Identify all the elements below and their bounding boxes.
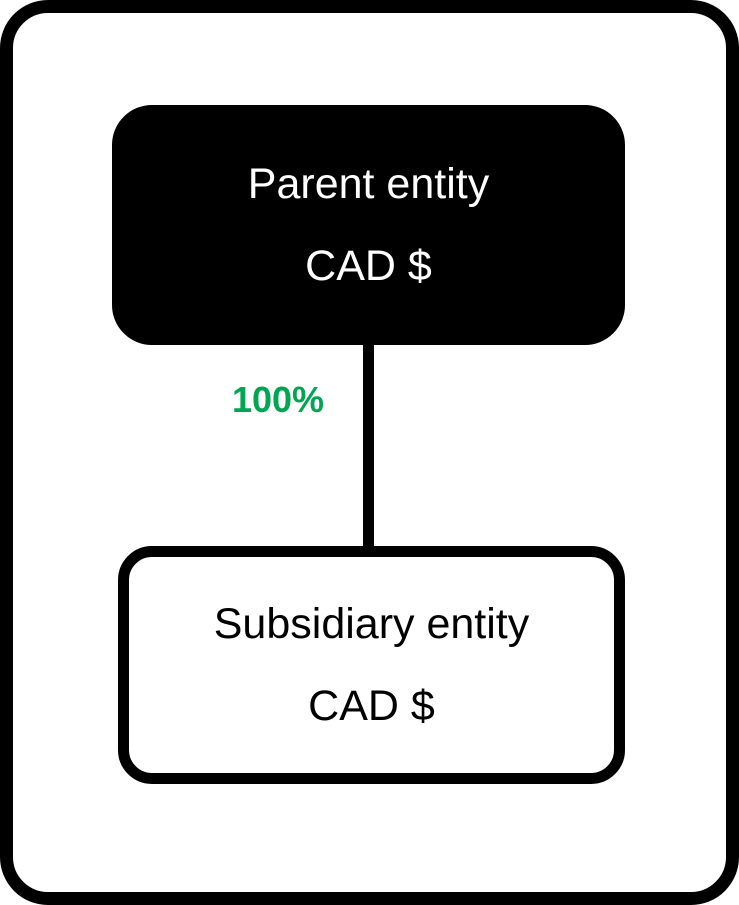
subsidiary-entity-currency: CAD $ [308,682,435,730]
parent-entity-node[interactable]: Parent entity CAD $ [112,105,625,345]
ownership-percentage-label: 100% [231,379,325,420]
subsidiary-entity-name: Subsidiary entity [213,600,530,648]
subsidiary-entity-node[interactable]: Subsidiary entity CAD $ [118,546,625,784]
parent-entity-currency: CAD $ [305,242,432,290]
parent-entity-name: Parent entity [247,160,490,208]
ownership-connector-line [363,330,374,558]
